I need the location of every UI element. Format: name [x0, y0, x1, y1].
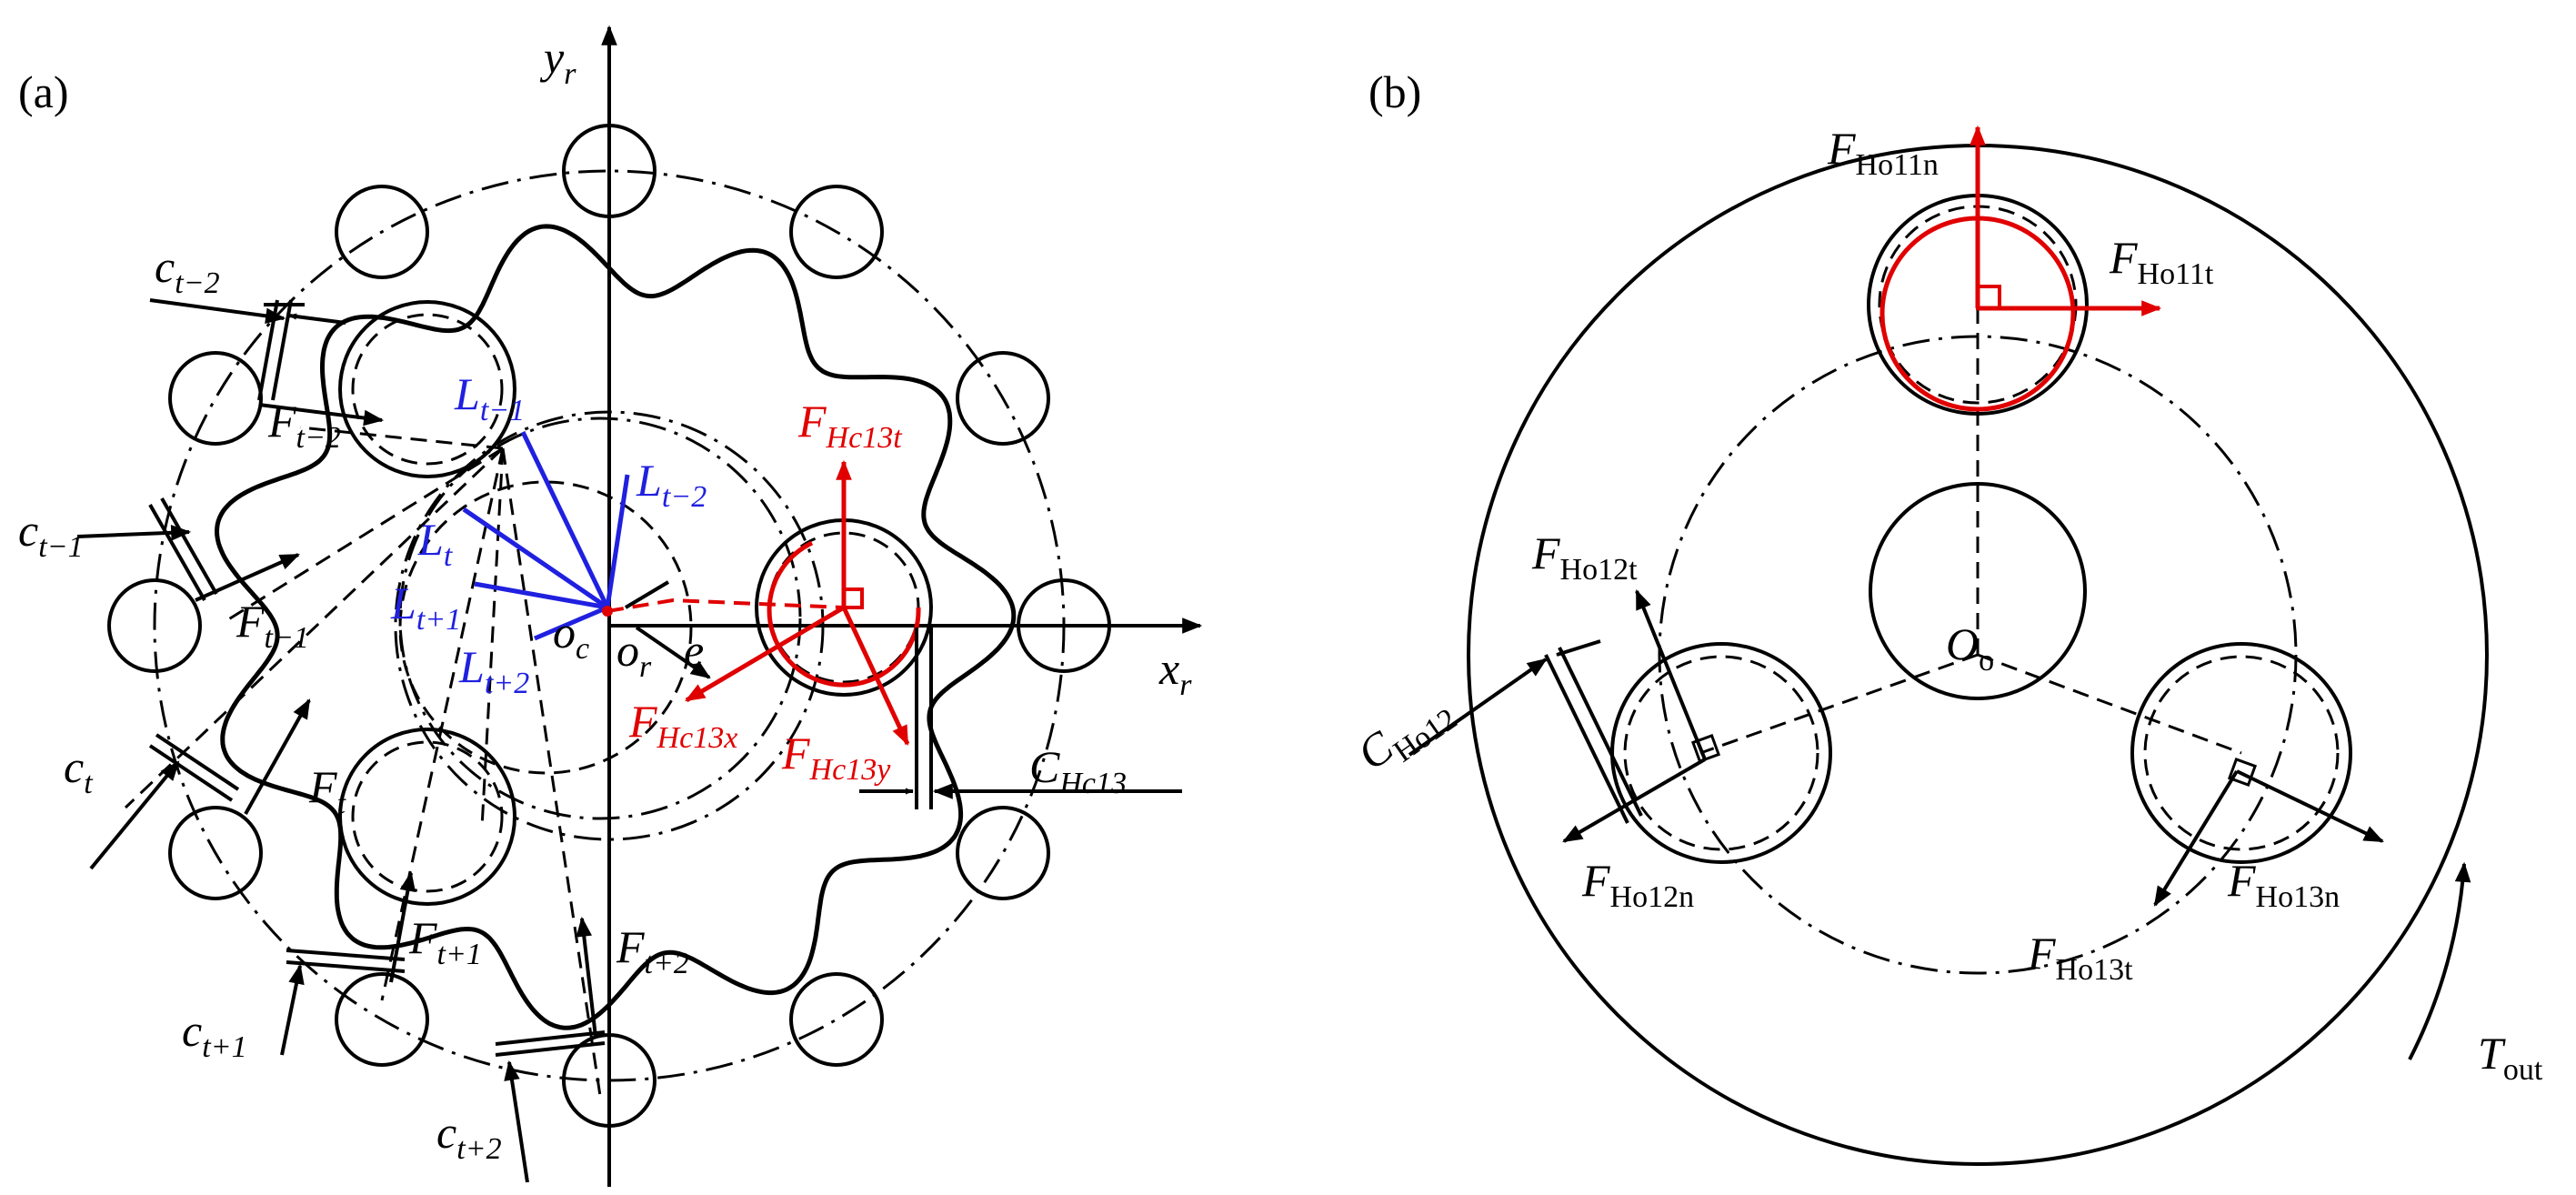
label-c-t-plus1: ct+1 — [182, 1005, 247, 1064]
svg-text:yr: yr — [539, 32, 576, 91]
svg-text:xr: xr — [1158, 643, 1192, 702]
pin-5 — [956, 806, 1050, 900]
label-T-out: Tout — [2478, 1028, 2543, 1087]
label-F-Hc13y: FHc13y — [781, 728, 891, 787]
label-e: e — [684, 625, 704, 676]
label-F-t-plus1: Ft+1 — [408, 912, 482, 971]
e-arrow — [635, 626, 711, 679]
label-F-Ho13t: FHo13t — [2027, 928, 2133, 987]
pin-3 — [956, 351, 1050, 446]
pin-6 — [789, 972, 884, 1067]
pin-4 — [1017, 578, 1111, 673]
F-Hc13x-arrow — [685, 605, 846, 703]
F-Hc13y-arrow — [841, 606, 910, 746]
contact-dashed-circle — [398, 480, 693, 775]
label-F-t-minus2: Ft−2 — [267, 396, 341, 455]
label-F-Hc13t: FHc13t — [797, 396, 903, 455]
pin-2 — [789, 185, 884, 279]
pin-12 — [335, 185, 429, 279]
hole-left — [1562, 588, 1832, 864]
clearance-Ho12 — [1408, 639, 1643, 824]
clearance-Hc13 — [859, 628, 1182, 809]
center-hub — [1869, 482, 2087, 700]
panel-b: (b) — [1348, 66, 2543, 1166]
label-L-t-minus2: Lt−2 — [636, 455, 707, 514]
label-o-r: or — [616, 625, 652, 684]
label-c-t: ct — [64, 741, 94, 800]
label-F-t-minus1: Ft−1 — [236, 596, 309, 655]
label-o-c: oc — [553, 607, 589, 666]
label-c-t-minus1: ct−1 — [18, 505, 84, 564]
label-y-axis: yr — [539, 32, 576, 91]
label-F-Ho12t: FHo12t — [1531, 527, 1638, 587]
label-O-o: Oo — [1946, 618, 1994, 678]
label-F-Ho11n: FHo11n — [1827, 123, 1939, 182]
eccentric-circle — [394, 410, 825, 841]
hole-top — [1867, 125, 2162, 416]
label-F-Ho11t: FHo11t — [2109, 232, 2214, 291]
label-x-axis: xr — [1158, 643, 1192, 702]
hole-right-b — [2130, 642, 2384, 907]
label-F-t: Ft — [308, 761, 347, 820]
clearance-wedges — [76, 298, 606, 1183]
pin-7 — [562, 1033, 657, 1128]
spoke-left — [1699, 653, 1979, 755]
pin-pitch-circle — [153, 169, 1066, 1082]
e-tick-top — [624, 580, 670, 609]
label-L-t: Lt — [417, 514, 454, 573]
panel-a-tag: (a) — [18, 66, 69, 117]
label-C-Hc13: CHc13 — [1029, 741, 1127, 800]
hole-upper-left — [338, 300, 516, 478]
label-F-t-plus2: Ft+2 — [616, 921, 689, 980]
label-L-t-plus2: Lt+2 — [458, 641, 529, 700]
red-contact-arc — [767, 540, 921, 688]
label-F-Hc13x: FHc13x — [628, 696, 737, 755]
red-dashed-link — [606, 598, 845, 613]
pin-9 — [168, 806, 263, 900]
panel-a: (a) yr xr ct−2 ct−1 ct ct+1 ct+2 Ft−2 Ft… — [18, 25, 1203, 1187]
pin-11 — [168, 351, 263, 446]
label-C-Ho12: CHo12 — [1348, 681, 1464, 787]
lever-arms — [462, 430, 630, 641]
label-L-t-minus1: Lt−1 — [454, 368, 525, 427]
right-angle-mark — [842, 587, 864, 609]
pin-10 — [107, 578, 202, 673]
cycloid-profile — [214, 224, 1017, 1030]
pin-group — [107, 124, 1111, 1128]
spoke-right — [1977, 653, 2242, 755]
pin-force-arrows — [195, 403, 597, 1038]
F-Ho13n-arrow — [2236, 769, 2384, 843]
force-dashed-lines — [124, 426, 602, 1097]
label-F-Ho12n: FHo12n — [1581, 855, 1694, 914]
T-out-rotation-arrow — [2408, 861, 2471, 1060]
panel-b-tag: (b) — [1368, 66, 1421, 117]
pin-8 — [335, 972, 429, 1067]
label-c-t-plus2: ct+2 — [436, 1107, 502, 1166]
label-L-t-plus1: Lt+1 — [390, 577, 461, 637]
F-Ho13t-arrow — [2153, 769, 2239, 907]
label-F-Ho13n: FHo13n — [2227, 855, 2340, 914]
label-c-t-minus2: ct−2 — [155, 241, 220, 300]
hole-lower-left — [338, 728, 516, 906]
pin-1 — [562, 124, 657, 218]
F-Ho12t-arrow — [1635, 588, 1707, 760]
